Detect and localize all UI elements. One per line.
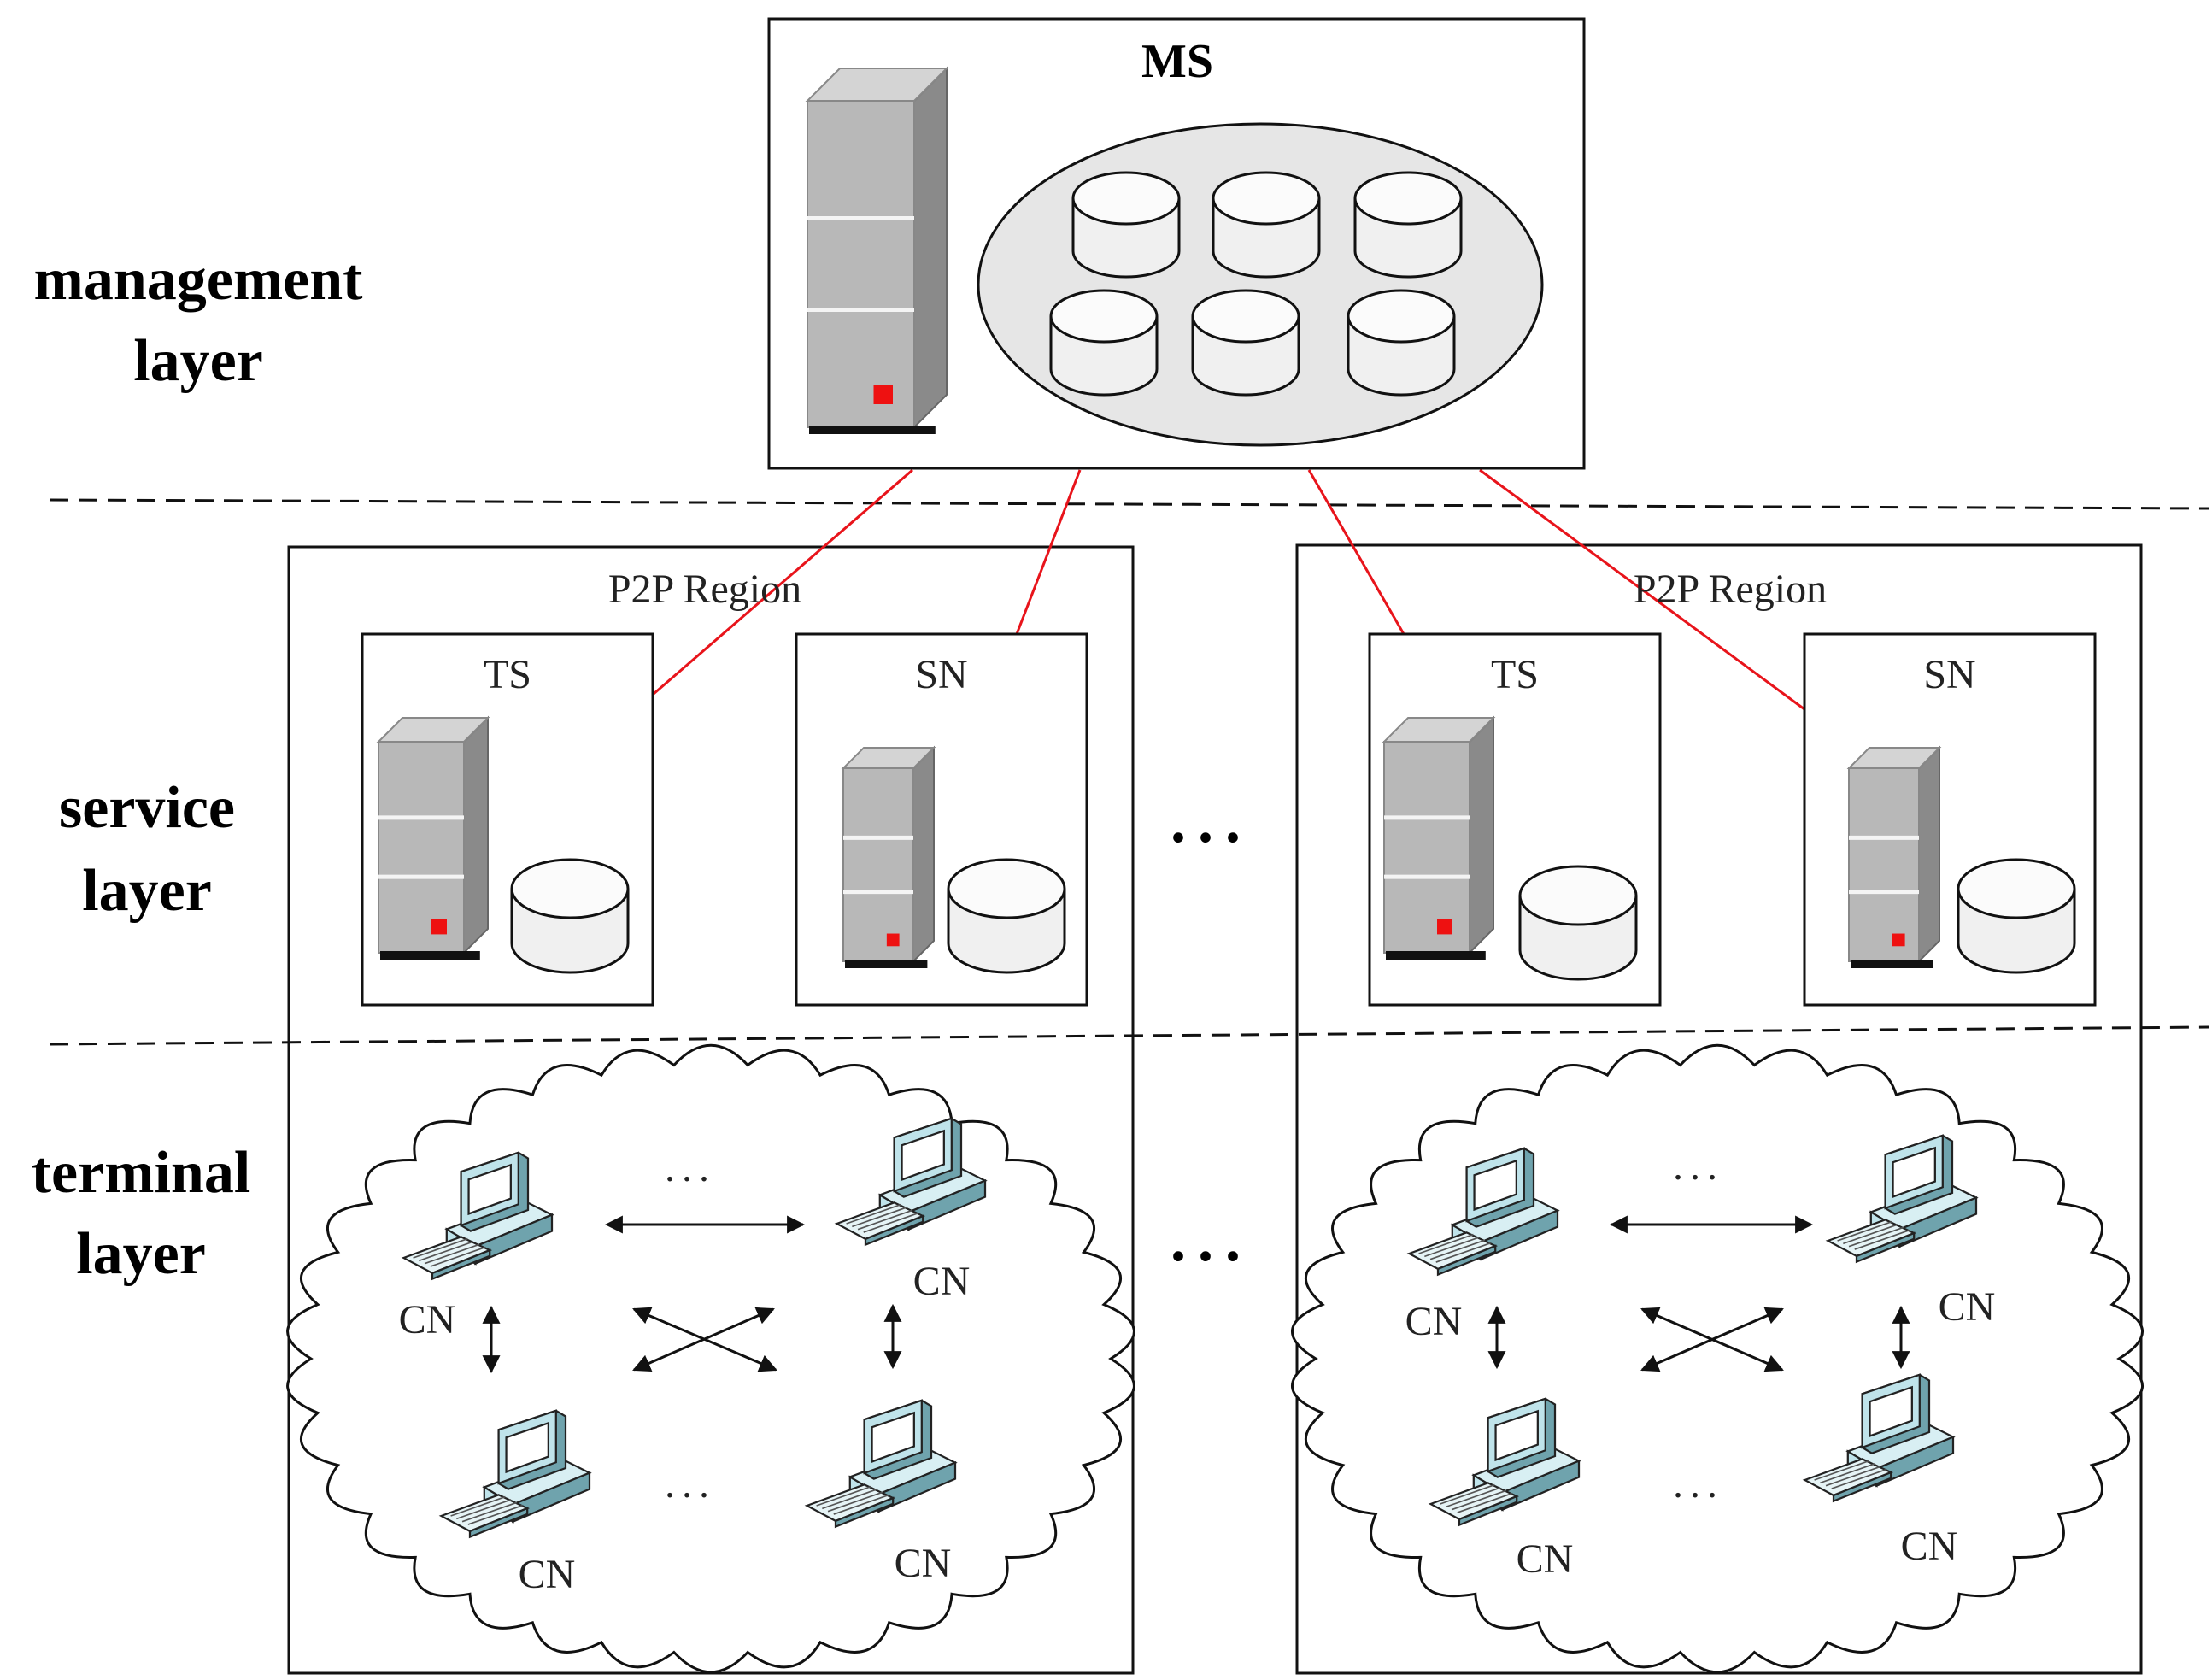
server-led-icon [431, 919, 447, 935]
sn-server-icon [1846, 745, 1942, 968]
cn-label-right-tr: CN [1939, 1284, 1996, 1330]
sn-label-left: SN [915, 652, 967, 697]
management-layer-label: management layer [34, 247, 363, 394]
cn-computer-icon [1406, 1147, 1560, 1277]
cn-label-left-br: CN [895, 1541, 952, 1586]
p2p-region-title-left: P2P Region [608, 567, 801, 612]
ts-box-left: TS [361, 632, 654, 1007]
terminal-ellipsis: ... [1171, 1206, 1253, 1274]
cn-computer-icon [834, 1117, 988, 1247]
sn-database-icon [1957, 858, 2076, 974]
cn-label-left-tr: CN [913, 1259, 971, 1304]
cn-computer-icon [804, 1399, 958, 1529]
layer-separator-lower [49, 1025, 2209, 1046]
layer-separator-upper [49, 498, 2209, 510]
svg-text:service: service [59, 775, 235, 841]
ms-links [653, 468, 1805, 711]
service-layer-label: service layer [59, 775, 235, 924]
ms-database-icon [1191, 289, 1300, 397]
svg-text:layer: layer [133, 328, 263, 394]
link-ms-ts-left [653, 468, 913, 696]
sn-box-right: SN [1803, 632, 2097, 1007]
sn-box-left: SN [795, 632, 1088, 1007]
cn-computer-icon [1825, 1134, 1979, 1264]
cn-ellipsis-right-top: ... [1673, 1143, 1724, 1189]
ms-database-icon [1071, 171, 1181, 279]
cn-label-right-tl: CN [1405, 1299, 1463, 1344]
ts-label-right: TS [1491, 652, 1539, 697]
cloud-left [286, 1044, 1135, 1673]
sn-database-icon [947, 858, 1066, 974]
ts-database-icon [510, 858, 630, 974]
ts-box-right: TS [1368, 632, 1662, 1007]
link-ms-ts-right [1307, 469, 1405, 635]
ts-database-icon [1518, 865, 1638, 981]
server-led-icon [1892, 933, 1905, 947]
cn-label-right-bl: CN [1517, 1536, 1574, 1582]
p2p-region-title-right: P2P Region [1634, 567, 1827, 612]
cn-ellipsis-left-top: ... [665, 1145, 716, 1190]
svg-text:management: management [34, 247, 363, 313]
cn-label-right-br: CN [1901, 1524, 1958, 1569]
cn-links-right [1487, 1215, 1910, 1372]
svg-text:terminal: terminal [32, 1140, 251, 1206]
cn-links-left [482, 1215, 902, 1374]
server-led-icon [873, 385, 893, 404]
ms-database-icon [1347, 289, 1456, 397]
ms-server-icon [805, 66, 949, 434]
sn-server-icon [841, 745, 936, 968]
server-led-icon [886, 933, 900, 947]
ms-database-icon [1212, 171, 1321, 279]
cn-computer-icon [438, 1409, 592, 1539]
cn-computer-icon [401, 1151, 554, 1281]
ts-label-left: TS [484, 652, 531, 697]
link-ms-sn-left [1015, 469, 1082, 635]
cn-ellipsis-right-bottom: ... [1673, 1461, 1724, 1507]
svg-text:layer: layer [76, 1221, 206, 1287]
ms-database-icon [1049, 289, 1159, 397]
cloud-right [1290, 1044, 2145, 1673]
service-ellipsis: ... [1171, 787, 1253, 855]
link-ms-sn-right [1479, 468, 1805, 711]
server-led-icon [1437, 919, 1452, 935]
cn-label-left-tl: CN [399, 1297, 456, 1342]
cn-label-left-bl: CN [519, 1552, 576, 1597]
ts-server-icon [376, 715, 490, 960]
cn-computer-icon [1428, 1397, 1581, 1527]
ts-server-icon [1382, 715, 1496, 960]
arrow-right-diag-b [1640, 1307, 1784, 1372]
sn-label-right: SN [1923, 652, 1975, 697]
cn-ellipsis-left-bottom: ... [665, 1461, 716, 1507]
ms-database-icon [1353, 171, 1463, 279]
ms-title: MS [1141, 35, 1213, 88]
svg-text:layer: layer [82, 858, 212, 924]
arrow-left-diag-b [632, 1307, 775, 1372]
terminal-layer-label: terminal layer [32, 1140, 251, 1287]
cn-computer-icon [1802, 1373, 1956, 1503]
